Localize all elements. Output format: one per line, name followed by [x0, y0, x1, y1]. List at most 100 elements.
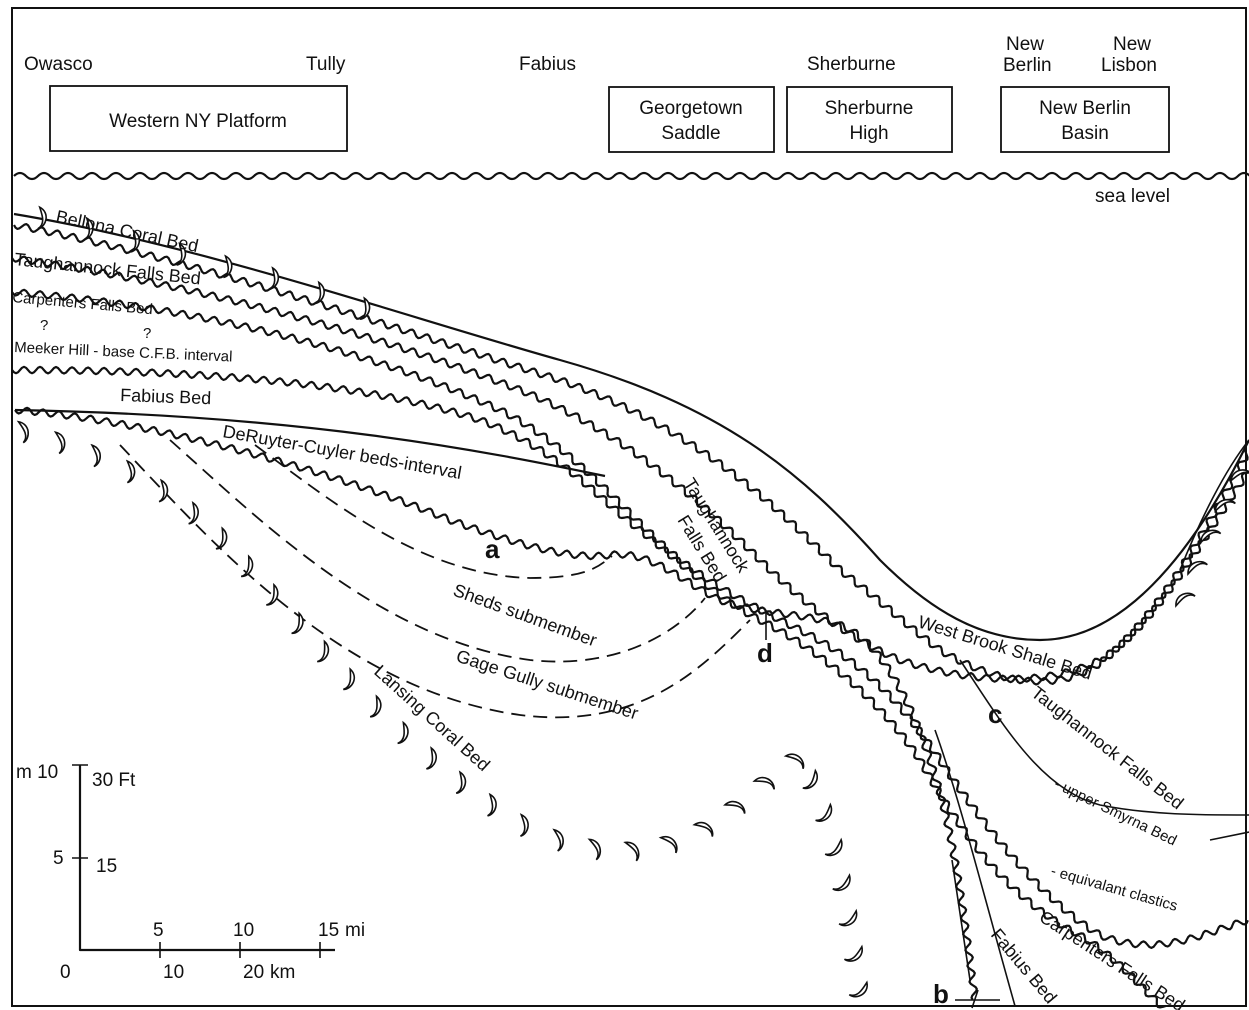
- carpenters-horizon-upper: [11, 255, 1249, 684]
- lansing-lower-coral-1: [815, 802, 833, 822]
- lansing-coral-22: [692, 821, 714, 837]
- region-box-georgetown: [608, 86, 775, 153]
- fabius-right-line: [934, 729, 1016, 1007]
- lansing-coral-7: [240, 554, 254, 578]
- right-edge-line: [1179, 439, 1249, 571]
- bellona-coral-1: [83, 216, 94, 241]
- scale-bar: m 10 30 Ft 5 15 0 5 10 15 mi 10 20 km: [16, 762, 365, 983]
- sheds-upper-dashed: [254, 444, 613, 579]
- upper-smyrna-tick: [1209, 831, 1249, 841]
- label-sheds-submember: Sheds submember: [451, 580, 600, 650]
- locality-fabius: Fabius: [519, 54, 576, 75]
- marker-d: d: [757, 638, 773, 668]
- lansing-coral-19: [587, 838, 602, 861]
- locality-sherburne: Sherburne: [807, 54, 896, 75]
- marker-c: c: [988, 699, 1002, 729]
- fault-line: [951, 859, 971, 981]
- deruyter-horizon: [14, 406, 978, 1001]
- scale-30ft: 30 Ft: [92, 770, 136, 791]
- label-deruyter-cuyler: DeRuyter-Cuyler beds-interval: [221, 421, 463, 483]
- scale-ticks: [72, 764, 321, 958]
- lansing-coral-16: [487, 792, 497, 817]
- sea-level-line: [13, 171, 1249, 181]
- lansing-lower-coral-5: [843, 944, 863, 962]
- lansing-coral-17: [519, 813, 529, 837]
- scale-mi5: 5: [153, 920, 164, 941]
- lansing-coral-23: [723, 800, 746, 814]
- scale-mi10: 10: [233, 920, 254, 941]
- right-basin-coral-2: [1200, 529, 1222, 545]
- marker-a: a: [485, 534, 500, 564]
- region-western-ny-platform: Western NY Platform: [109, 111, 287, 132]
- lansing-lower-coral-2: [824, 837, 843, 857]
- lansing-lower-coral-4: [838, 908, 858, 927]
- scale-m10: m 10: [16, 762, 58, 783]
- label-fabius-bed: Fabius Bed: [120, 385, 212, 408]
- lansing-coral-0: [16, 420, 29, 444]
- lansing-coral-3: [125, 459, 136, 484]
- lansing-coral-21: [658, 835, 678, 854]
- lansing-coral-2: [90, 443, 102, 468]
- label-carpenters-falls-bed: Carpenters Falls Bed: [12, 289, 154, 318]
- lansing-coral-24: [752, 776, 775, 790]
- label-equivalant-clastics: - equivalant clastics: [1049, 863, 1180, 915]
- scale-km10: 10: [163, 962, 184, 983]
- label-question-2: ?: [143, 325, 151, 342]
- carpenters-horizon-lower: [11, 288, 1249, 949]
- fabius-bed-line: [14, 408, 606, 478]
- region-box-western-ny: [49, 85, 348, 152]
- lansing-coral-11: [343, 667, 355, 691]
- coral-symbols: [16, 205, 1249, 998]
- locality-owasco: Owasco: [24, 54, 93, 75]
- lansing-lower-coral-6: [848, 980, 868, 998]
- lansing-coral-4: [158, 478, 169, 503]
- right-basin-coral-0: [1175, 592, 1196, 608]
- lansing-lower-coral-3: [832, 873, 851, 892]
- marker-b-tick: [955, 989, 1000, 1009]
- right-basin-coral-3: [1214, 498, 1236, 514]
- label-question-1: ?: [40, 317, 48, 334]
- marker-b: b: [933, 979, 949, 1009]
- meeker-horizon: [11, 365, 1167, 1009]
- sheds-submember-dashed: [169, 439, 706, 663]
- gage-gully-dashed: [119, 444, 751, 719]
- bellona-coral-3: [176, 242, 187, 266]
- label-fabius-right: Fabius Bed: [987, 925, 1061, 1008]
- lansing-coral-14: [426, 746, 438, 770]
- lansing-coral-9: [291, 611, 304, 635]
- lansing-coral-6: [215, 526, 228, 550]
- label-meeker-hill: Meeker Hill - base C.F.B. interval: [14, 339, 233, 366]
- scale-zero: 0: [60, 962, 71, 983]
- scale-km-unit: km: [270, 962, 295, 983]
- sea-level-label: sea level: [1095, 186, 1170, 207]
- scale-mi-unit: mi: [345, 920, 365, 941]
- lansing-coral-8: [266, 582, 279, 606]
- lansing-coral-15: [455, 770, 467, 795]
- label-gage-gully-submember: Gage Gully submember: [454, 646, 641, 724]
- frame: [11, 7, 1247, 1007]
- locality-tully: Tully: [306, 54, 346, 75]
- bellona-coral-7: [359, 296, 371, 320]
- bellona-coral-6: [314, 280, 325, 305]
- lansing-coral-1: [53, 431, 66, 455]
- lansing-coral-5: [188, 500, 199, 525]
- scale-ft15: 15: [96, 856, 117, 877]
- label-taughannock-right: Taughannock Falls Bed: [1028, 682, 1188, 813]
- bellona-coral-5: [268, 266, 280, 290]
- bellona-coral-0: [37, 205, 47, 230]
- region-box-new-berlin: [1000, 86, 1170, 153]
- scale-axes: [78, 765, 335, 952]
- lansing-coral-25: [783, 753, 805, 770]
- scale-m5: 5: [53, 848, 64, 869]
- label-bellona-coral-bed: Bellona Coral Bed: [54, 206, 200, 256]
- lansing-coral-10: [316, 639, 330, 663]
- scale-mi15: 15: [318, 920, 339, 941]
- lansing-coral-12: [369, 694, 382, 718]
- scale-km20: 20: [243, 962, 264, 983]
- lansing-coral-13: [397, 720, 409, 745]
